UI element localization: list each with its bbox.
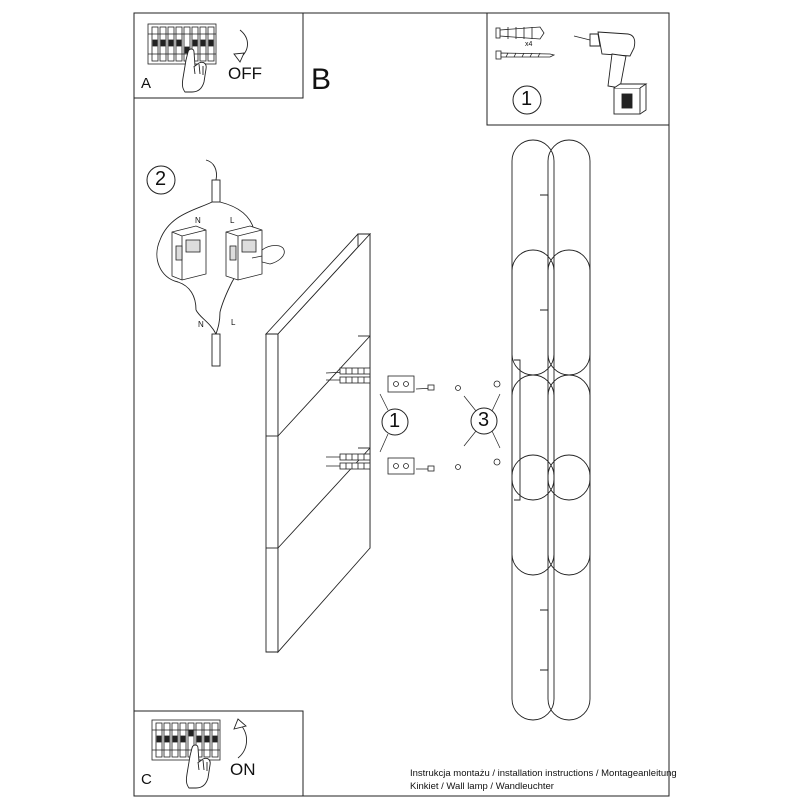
wall-anchor-upper [325, 367, 371, 384]
junction-box-live-icon [225, 225, 263, 281]
panel-c-box [133, 710, 304, 797]
footer-product: Kinkiet / Wall lamp / Wandleuchter [410, 781, 554, 792]
bracket-step-number: 1 [389, 410, 401, 432]
step-3-pointer-lines [463, 393, 501, 449]
panel-a-letter: A [141, 75, 152, 92]
curved-arrow-up-icon [233, 718, 247, 759]
wall-anchor-lower [326, 453, 371, 470]
screw-icon [495, 50, 556, 60]
step-1-bracket-circle [381, 408, 409, 436]
wire-label-neutral-top: N [195, 216, 201, 225]
wall-lamp-chain [511, 139, 591, 721]
wire-label-live-top: L [230, 216, 235, 225]
wall-plug-icon [495, 26, 545, 40]
breaker-panel-off-icon [147, 23, 217, 65]
breaker-panel-on-icon [151, 719, 221, 761]
curved-arrow-down-icon [233, 29, 248, 63]
mounting-bracket-upper [387, 375, 435, 393]
junction-box-neutral-icon [171, 225, 207, 281]
step-1-circle [512, 85, 542, 115]
step-1-pointer-lines [379, 393, 389, 453]
panel-a-switch-state: OFF [228, 64, 262, 83]
panel-a-box [133, 12, 304, 99]
tools-quantity: x4 [525, 41, 533, 48]
panel-b-letter: B [311, 63, 332, 96]
panel-tools-box [486, 12, 670, 126]
hand-screwdriver-icon [251, 245, 285, 265]
step-2-circle [146, 165, 176, 195]
wall-plate [264, 232, 372, 654]
panel-c-switch-state: ON [230, 760, 256, 779]
power-drill-icon [573, 31, 648, 115]
wire-label-neutral-bottom: N [198, 320, 204, 329]
hand-icon [181, 48, 207, 93]
wiring-step-number: 2 [155, 168, 167, 190]
panel-c-letter: C [141, 771, 152, 788]
step-3-circle [470, 407, 498, 435]
screws-step-number: 3 [478, 409, 490, 431]
tools-step-number: 1 [521, 88, 533, 110]
footer-instructions: Instrukcja montażu / installation instru… [410, 768, 677, 779]
page-frame [133, 12, 670, 797]
mounting-bracket-lower [387, 457, 435, 475]
wire-label-live-bottom: L [231, 318, 236, 327]
hand-icon-c [185, 744, 211, 789]
screw-nut-icons [455, 380, 501, 470]
